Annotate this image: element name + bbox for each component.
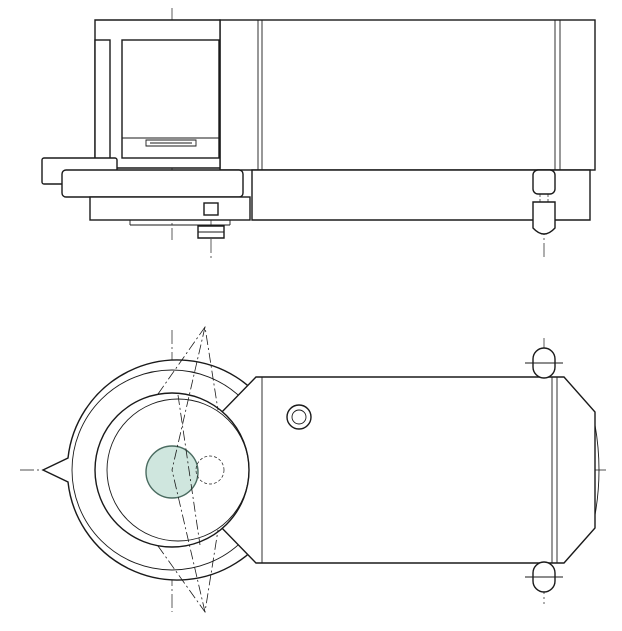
base-plate xyxy=(61,169,244,198)
main-housing-plan xyxy=(217,376,596,564)
adjust-screw xyxy=(203,202,219,216)
lens-disc-inner xyxy=(106,398,250,542)
head-side-panel xyxy=(94,39,111,161)
rear-peg-upper xyxy=(532,169,556,195)
plan-view xyxy=(20,325,608,614)
side-elevation-view xyxy=(41,8,596,258)
indicator-slot xyxy=(145,139,197,147)
main-housing xyxy=(219,19,596,171)
rear-peg-lower xyxy=(532,201,556,235)
control-knob xyxy=(286,404,312,430)
base-block xyxy=(89,196,251,221)
lens xyxy=(145,445,199,499)
secondary-position-circle xyxy=(195,455,225,485)
